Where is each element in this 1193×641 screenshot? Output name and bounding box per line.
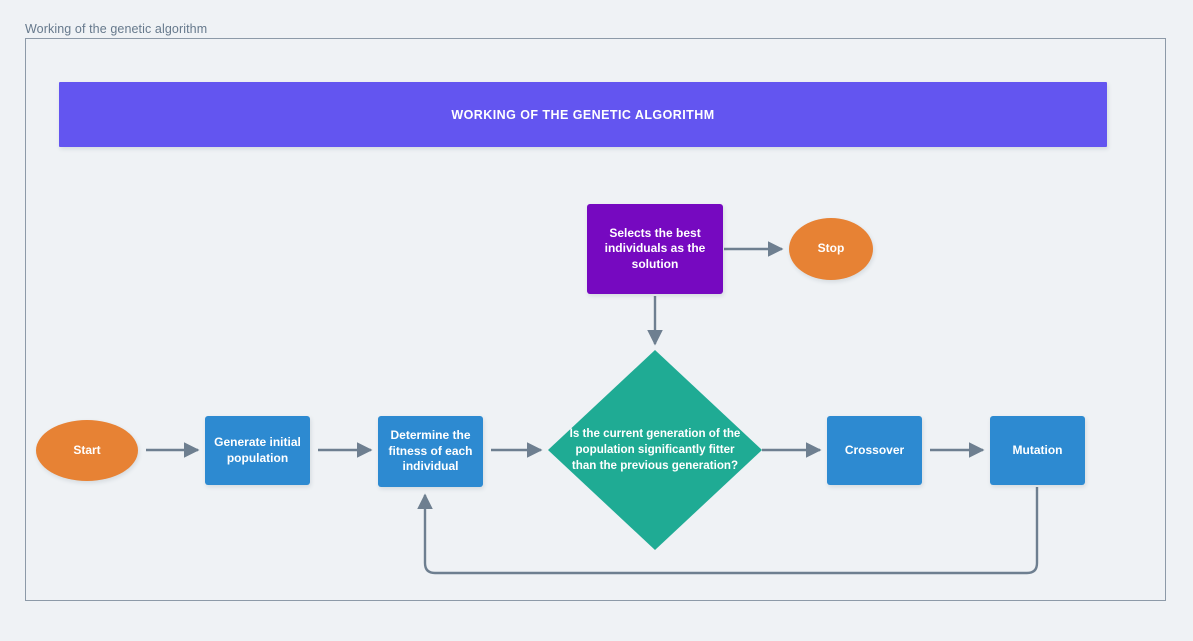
page-title: Working of the genetic algorithm <box>25 22 208 36</box>
node-start[interactable]: Start <box>36 420 138 481</box>
node-crossover[interactable]: Crossover <box>827 416 922 485</box>
decision-label: Is the current generation of the populat… <box>569 427 741 472</box>
node-selects-best-individuals[interactable]: Selects the best individuals as the solu… <box>587 204 723 294</box>
node-stop[interactable]: Stop <box>789 218 873 280</box>
node-determine-fitness[interactable]: Determine the fitness of each individual <box>378 416 483 487</box>
node-mutation[interactable]: Mutation <box>990 416 1085 485</box>
node-decision-fitter-generation[interactable]: Is the current generation of the populat… <box>548 350 762 550</box>
node-generate-initial-population[interactable]: Generate initial population <box>205 416 310 485</box>
diagram-banner-title: WORKING OF THE GENETIC ALGORITHM <box>59 82 1107 147</box>
